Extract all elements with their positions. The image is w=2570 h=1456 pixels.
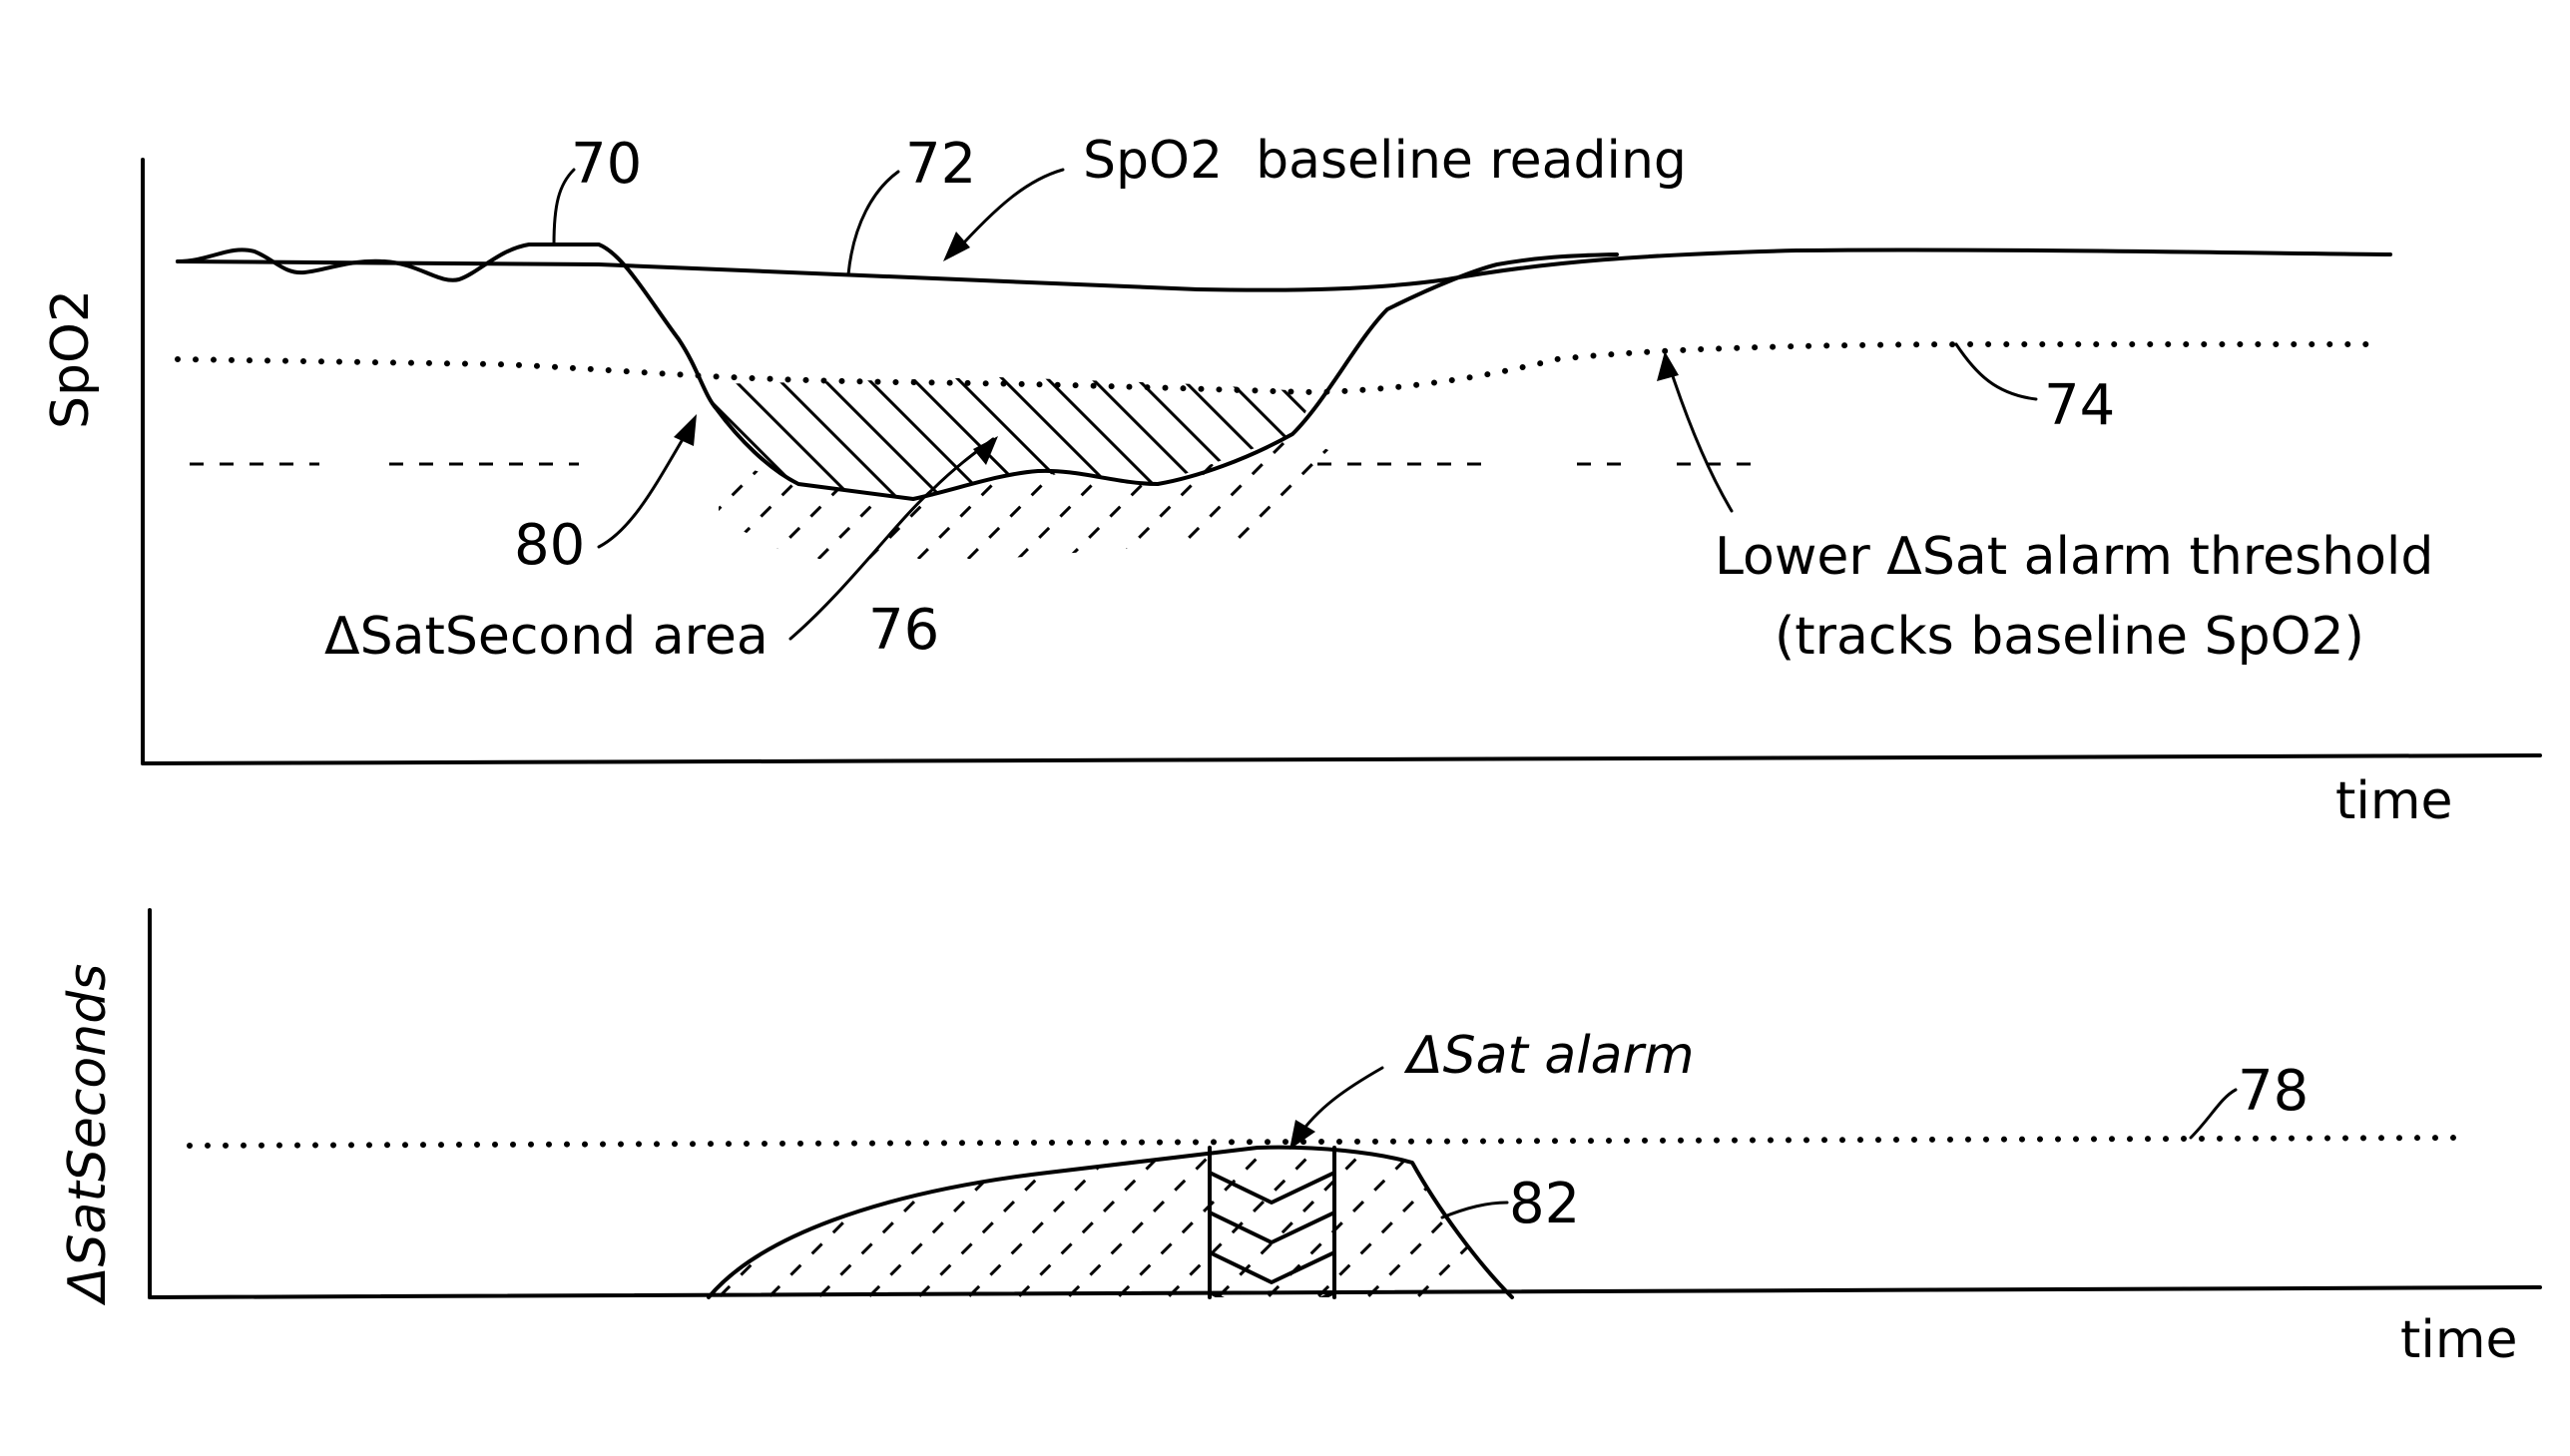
arrowhead-80 (674, 414, 697, 446)
ref-74: 74 (2044, 373, 2115, 438)
threshold-label-line1: Lower ΔSat alarm threshold (1715, 527, 2433, 587)
satsecond-area-hatch-upper (609, 299, 1562, 579)
threshold-label-line2: (tracks baseline SpO2) (1775, 607, 2364, 667)
alarm-block (1210, 1148, 1334, 1322)
satseconds-area-hatch (599, 1098, 1617, 1317)
leader-82 (1442, 1203, 1507, 1217)
leader-74 (1956, 344, 2036, 399)
baseline-label: SpO2 baseline reading (1083, 131, 1687, 191)
top-x-axis (143, 755, 2540, 763)
ref-82: 82 (1509, 1172, 1580, 1236)
spo2-baseline-line (178, 249, 2390, 289)
ref-70: 70 (571, 132, 642, 197)
threshold-arrowhead (1657, 351, 1679, 381)
ref-80: 80 (514, 513, 585, 578)
bottom-chart: ΔSatSeconds time ΔSat alarm 78 82 (58, 910, 2540, 1370)
alarm-arrow (1297, 1068, 1382, 1138)
top-x-axis-label: time (2335, 771, 2452, 831)
leader-80 (599, 429, 689, 547)
bottom-y-axis-label: ΔSatSeconds (58, 964, 118, 1306)
bottom-x-axis-label: time (2400, 1310, 2517, 1370)
top-chart: SpO2 time 70 72 SpO2 baseline reading 74… (41, 131, 2540, 831)
leader-78 (2191, 1090, 2236, 1138)
baseline-arrowhead (943, 232, 970, 261)
area-label: ΔSatSecond area (324, 607, 769, 667)
top-y-axis-label: SpO2 (41, 289, 101, 429)
alarm-level-dotted-line (190, 1138, 2470, 1146)
alarm-label: ΔSat alarm (1403, 1026, 1695, 1086)
ref-78: 78 (2238, 1059, 2309, 1124)
threshold-arrow (1669, 364, 1732, 511)
ref-76: 76 (868, 598, 939, 663)
alarm-arrowhead (1289, 1120, 1315, 1150)
bottom-x-axis (150, 1287, 2540, 1297)
ref-72: 72 (905, 132, 976, 197)
leader-72 (848, 172, 898, 274)
